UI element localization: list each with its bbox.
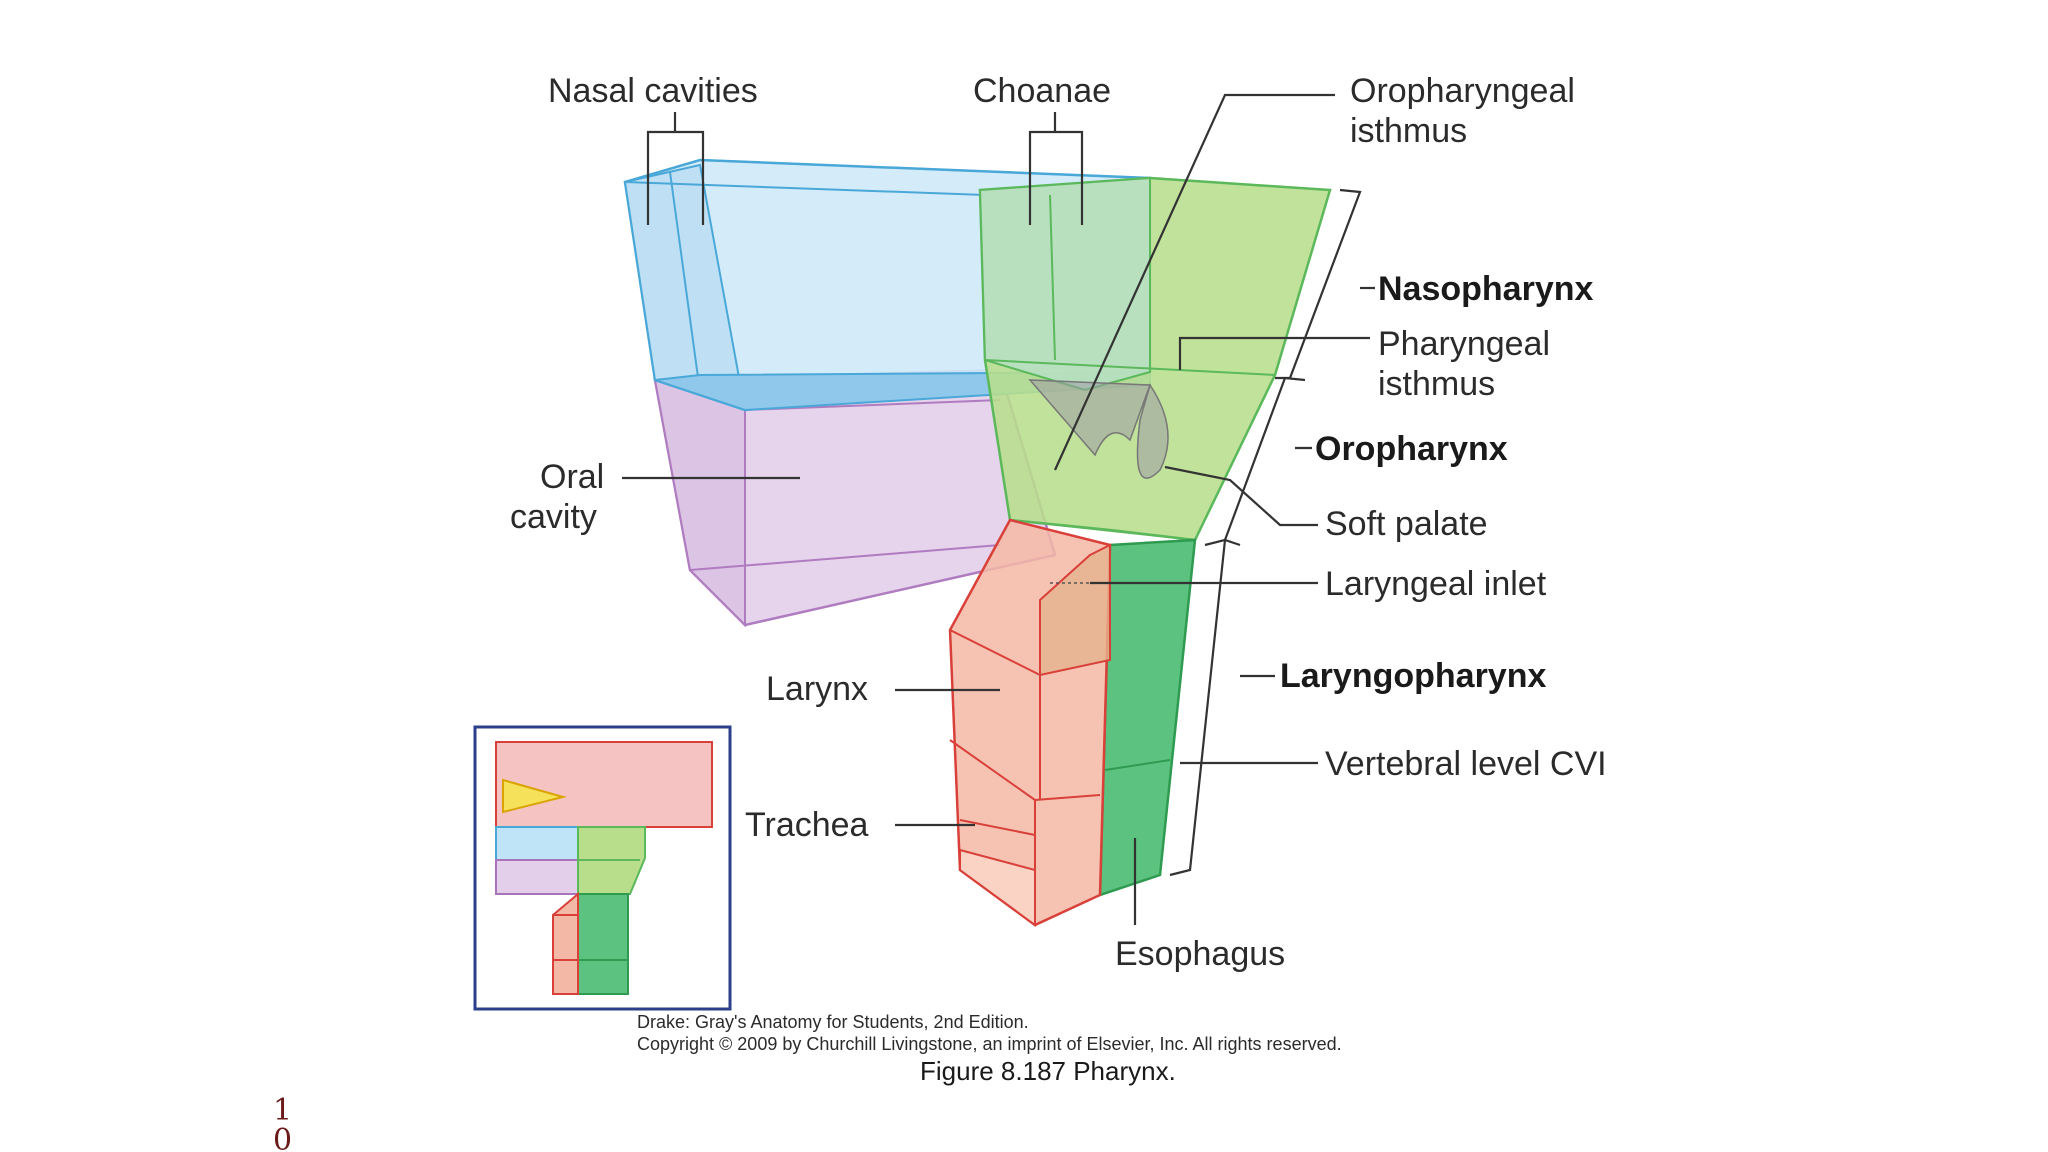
label-pharyngeal-isthmus-1: Pharyngeal: [1378, 325, 1550, 363]
larynx-trachea-region: [948, 518, 1112, 927]
labels: Nasal cavities Choanae Oropharyngeal ist…: [510, 72, 1607, 973]
label-oral-cavity-2: cavity: [510, 498, 597, 536]
label-esophagus: Esophagus: [1115, 935, 1285, 973]
nasopharynx-oropharynx-region: [978, 176, 1332, 542]
page-number: 1 0: [273, 1093, 292, 1152]
credit-line-1: Drake: Gray's Anatomy for Students, 2nd …: [637, 1012, 1029, 1032]
credits: Drake: Gray's Anatomy for Students, 2nd …: [637, 1012, 1342, 1086]
label-laryngeal-inlet: Laryngeal inlet: [1325, 565, 1547, 603]
triangle-icon: [502, 778, 567, 814]
figure-caption: Figure 8.187 Pharynx.: [920, 1056, 1176, 1086]
label-nasal-cavities: Nasal cavities: [548, 72, 758, 110]
label-oropharyngeal-isthmus-2: isthmus: [1350, 112, 1467, 150]
label-nasopharynx: Nasopharynx: [1378, 270, 1593, 308]
label-choanae: Choanae: [973, 72, 1111, 110]
label-vertebral-level: Vertebral level CVI: [1325, 745, 1607, 783]
label-oropharyngeal-isthmus-1: Oropharyngeal: [1350, 72, 1575, 110]
label-pharyngeal-isthmus-2: isthmus: [1378, 365, 1495, 403]
orientation-inset: [473, 725, 732, 1011]
label-laryngopharynx: Laryngopharynx: [1280, 657, 1546, 695]
label-oropharynx: Oropharynx: [1315, 430, 1508, 468]
page-number-line-1: 1: [273, 1093, 292, 1128]
region-brackets: [1169, 188, 1362, 877]
label-soft-palate: Soft palate: [1325, 505, 1488, 543]
leader-lines: [622, 93, 1375, 925]
label-oral-cavity-1: Oral: [540, 458, 604, 496]
credit-line-2: Copyright © 2009 by Churchill Livingston…: [637, 1034, 1342, 1054]
page-number-line-2: 0: [273, 1123, 292, 1152]
laryngopharynx-esophagus-region: [1098, 538, 1197, 897]
label-larynx: Larynx: [766, 670, 868, 708]
label-trachea: Trachea: [745, 806, 869, 844]
